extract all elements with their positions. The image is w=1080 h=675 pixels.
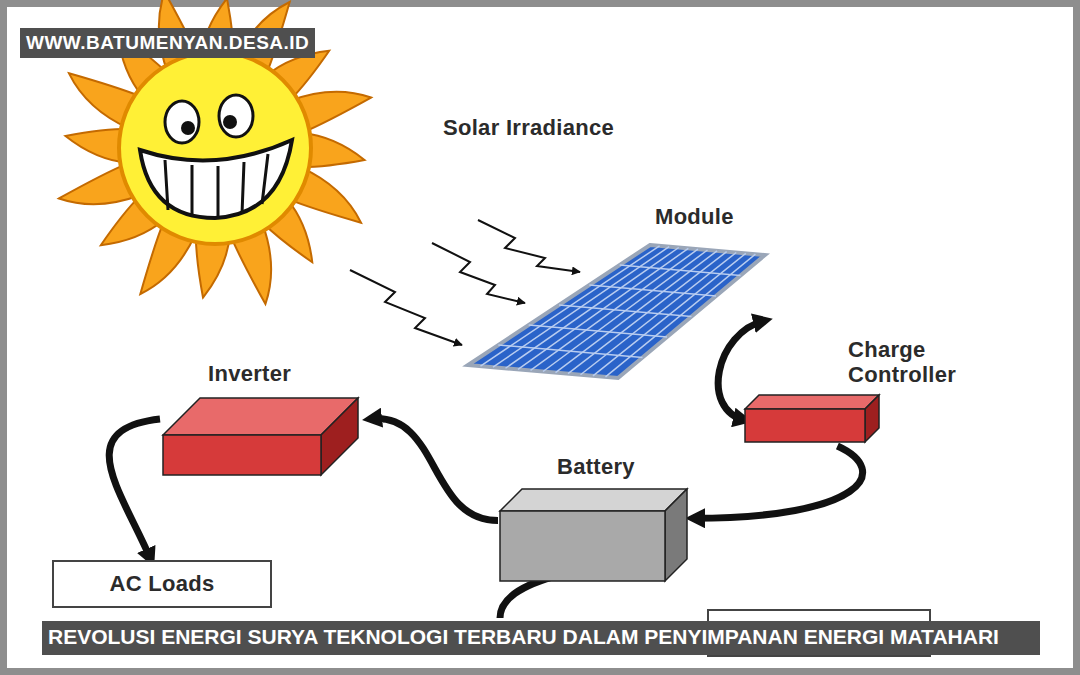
box-front xyxy=(163,435,321,475)
node-shape xyxy=(465,205,765,380)
sun-teeth xyxy=(165,154,268,218)
box-front xyxy=(745,409,865,442)
box-side xyxy=(321,398,358,475)
sun-grin xyxy=(140,140,292,218)
flow-arrow xyxy=(370,419,498,521)
node-label: Inverter xyxy=(208,362,291,387)
sun-eye xyxy=(165,101,199,143)
box-top xyxy=(500,489,687,511)
caption-banner: REVOLUSI ENERGI SURYA TEKNOLOGI TERBARU … xyxy=(42,621,1040,655)
caption-text: REVOLUSI ENERGI SURYA TEKNOLOGI TERBARU … xyxy=(48,625,999,649)
charge-controller: Charge Controller xyxy=(745,338,1025,446)
flow-arrow xyxy=(693,446,863,518)
light-zigzag xyxy=(478,220,580,272)
ac-loads-box: AC Loads xyxy=(52,560,272,608)
battery: Battery xyxy=(498,455,693,570)
sun-pupil xyxy=(181,121,195,135)
sun-eye xyxy=(219,95,253,137)
node-label: Battery xyxy=(557,455,635,480)
inverter: Inverter xyxy=(160,362,370,457)
box-side xyxy=(665,489,687,581)
box-front xyxy=(500,511,665,581)
sun-face xyxy=(119,52,311,244)
irradiance-label: Solar Irradiance xyxy=(443,115,614,141)
node-label: Charge Controller xyxy=(848,338,1008,387)
box-top xyxy=(745,395,879,409)
light-zigzag xyxy=(350,270,462,345)
box-side xyxy=(865,395,879,442)
node-label: Module xyxy=(655,205,734,230)
flow-arrow xyxy=(109,419,160,560)
solar-module: Module xyxy=(465,205,765,380)
watermark: WWW.BATUMENYAN.DESA.ID xyxy=(20,28,315,58)
panel-body xyxy=(468,245,765,378)
node-label: AC Loads xyxy=(109,572,214,597)
panel-grid xyxy=(481,246,756,377)
box-outline xyxy=(53,561,271,607)
sun-pupil xyxy=(223,115,237,129)
light-zigzag xyxy=(432,243,525,303)
